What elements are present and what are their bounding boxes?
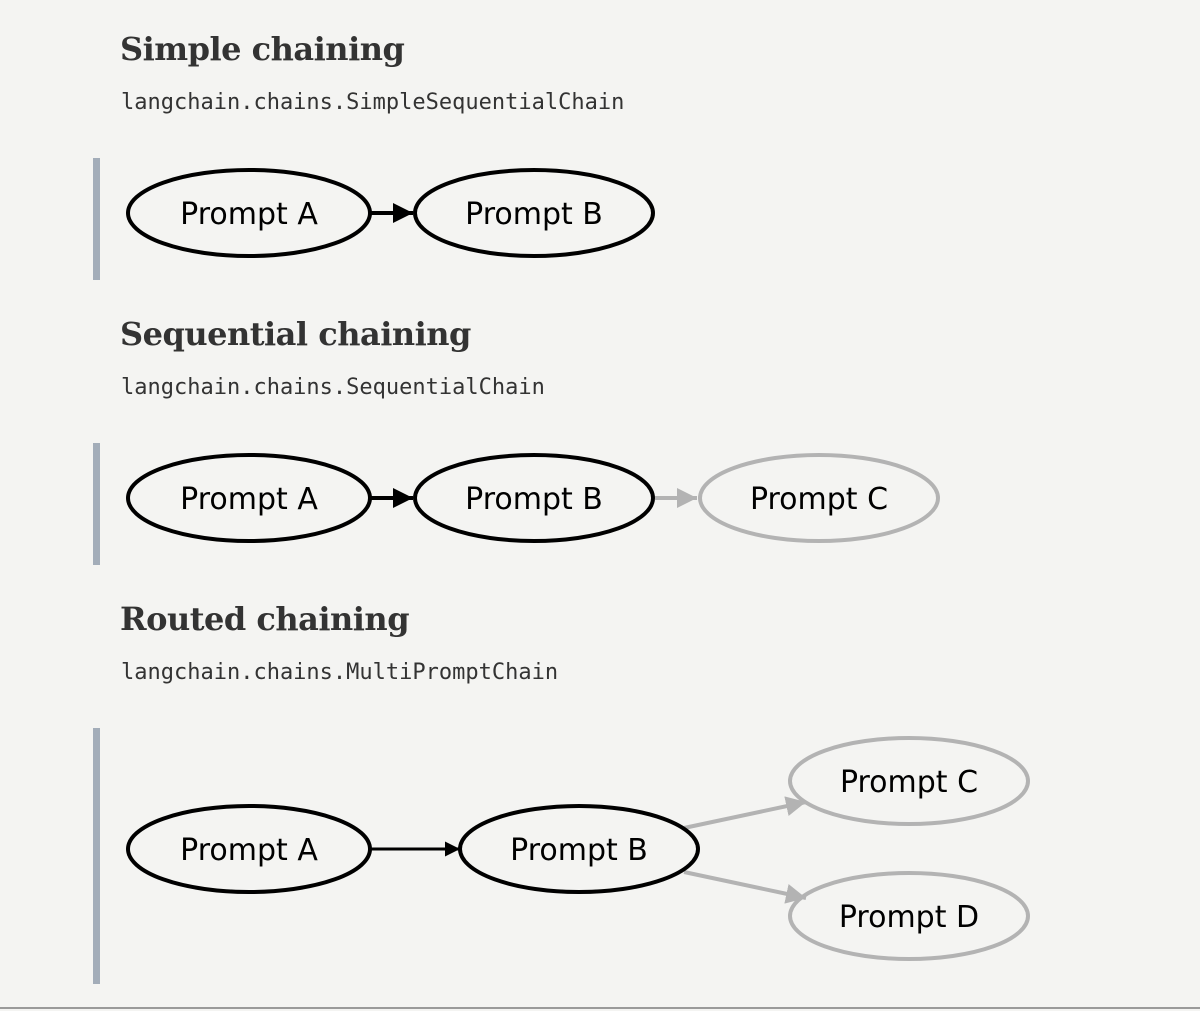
code-sequential-chain: langchain.chains.SequentialChain [121,375,545,400]
node-prompt-a: Prompt A [126,168,372,258]
node-prompt-c: Prompt C [698,453,940,543]
node-label: Prompt B [510,833,648,868]
node-prompt-c: Prompt C [788,736,1030,826]
heading-routed-chaining: Routed chaining [120,600,410,638]
node-prompt-a: Prompt A [126,804,372,894]
section-routed-chaining: Routed chaining langchain.chains.MultiPr… [0,570,1200,1000]
node-label: Prompt B [465,197,603,232]
node-label: Prompt B [465,482,603,517]
diagram-sequential-chaining: Prompt A Prompt B Prompt C [126,453,940,543]
quote-bar [93,158,100,280]
diagram-simple-chaining: Prompt A Prompt B [126,168,655,258]
bottom-divider [0,1007,1200,1009]
quote-bar [93,443,100,565]
heading-sequential-chaining: Sequential chaining [120,315,471,353]
quote-bar [93,728,100,984]
node-label: Prompt C [750,482,888,517]
diagram-routed-chaining: Prompt A Prompt B Prompt C Prompt D [126,736,1030,961]
node-prompt-b: Prompt B [413,453,655,543]
node-label: Prompt A [180,833,318,868]
section-simple-chaining: Simple chaining langchain.chains.SimpleS… [0,0,1200,290]
node-label: Prompt A [180,197,318,232]
node-label: Prompt D [839,900,979,935]
edge-prompt-b-to-prompt-d [683,870,807,904]
node-prompt-b: Prompt B [458,804,700,894]
node-label: Prompt A [180,482,318,517]
code-multi-prompt-chain: langchain.chains.MultiPromptChain [121,660,559,685]
node-label: Prompt C [840,765,978,800]
code-simple-sequential-chain: langchain.chains.SimpleSequentialChain [121,90,625,115]
node-prompt-b: Prompt B [413,168,655,258]
node-prompt-a: Prompt A [126,453,372,543]
heading-simple-chaining: Simple chaining [120,30,405,68]
edge-prompt-b-to-prompt-c [683,796,807,830]
section-sequential-chaining: Sequential chaining langchain.chains.Seq… [0,285,1200,575]
node-prompt-d: Prompt D [788,871,1030,961]
